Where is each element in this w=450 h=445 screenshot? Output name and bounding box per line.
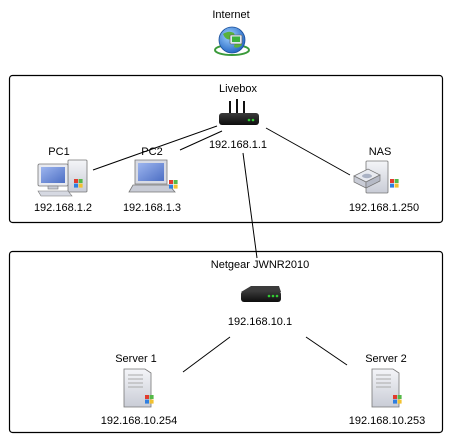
laptop-icon (128, 159, 178, 193)
nas-ip: 192.168.1.250 (349, 202, 419, 214)
nas-server-icon (353, 160, 399, 194)
lan-secondary-box (8, 250, 444, 434)
server-tower-icon (123, 368, 154, 408)
netgear-ip: 192.168.10.1 (228, 316, 292, 328)
server1-label: Server 1 (115, 353, 157, 365)
link-netgear-server1 (182, 336, 231, 373)
link-livebox-pc2 (179, 130, 223, 151)
router-icon (241, 286, 281, 302)
link-netgear-server2 (305, 336, 348, 366)
server2-ip: 192.168.10.253 (349, 415, 425, 427)
livebox-ip: 192.168.1.1 (209, 139, 267, 151)
pc2-label: PC2 (141, 146, 162, 158)
link-livebox-pc1 (92, 125, 218, 171)
router-with-antennas-icon (219, 99, 259, 125)
lan-primary-box (8, 74, 444, 224)
server1-ip: 192.168.10.254 (101, 415, 177, 427)
server2-label: Server 2 (365, 353, 407, 365)
link-livebox-nas (265, 127, 351, 176)
pc1-ip: 192.168.1.2 (34, 202, 92, 214)
link-livebox-netgear (242, 152, 258, 259)
nas-label: NAS (369, 146, 392, 158)
internet-label: Internet (212, 9, 249, 21)
internet-globe-icon (214, 26, 250, 56)
connection-lines (92, 125, 351, 373)
pc1-label: PC1 (48, 146, 69, 158)
netgear-label: Netgear JWNR2010 (211, 259, 309, 271)
livebox-label: Livebox (219, 83, 257, 95)
server-tower-icon (371, 368, 402, 408)
desktop-pc-icon (37, 159, 88, 197)
pc2-ip: 192.168.1.3 (123, 202, 181, 214)
